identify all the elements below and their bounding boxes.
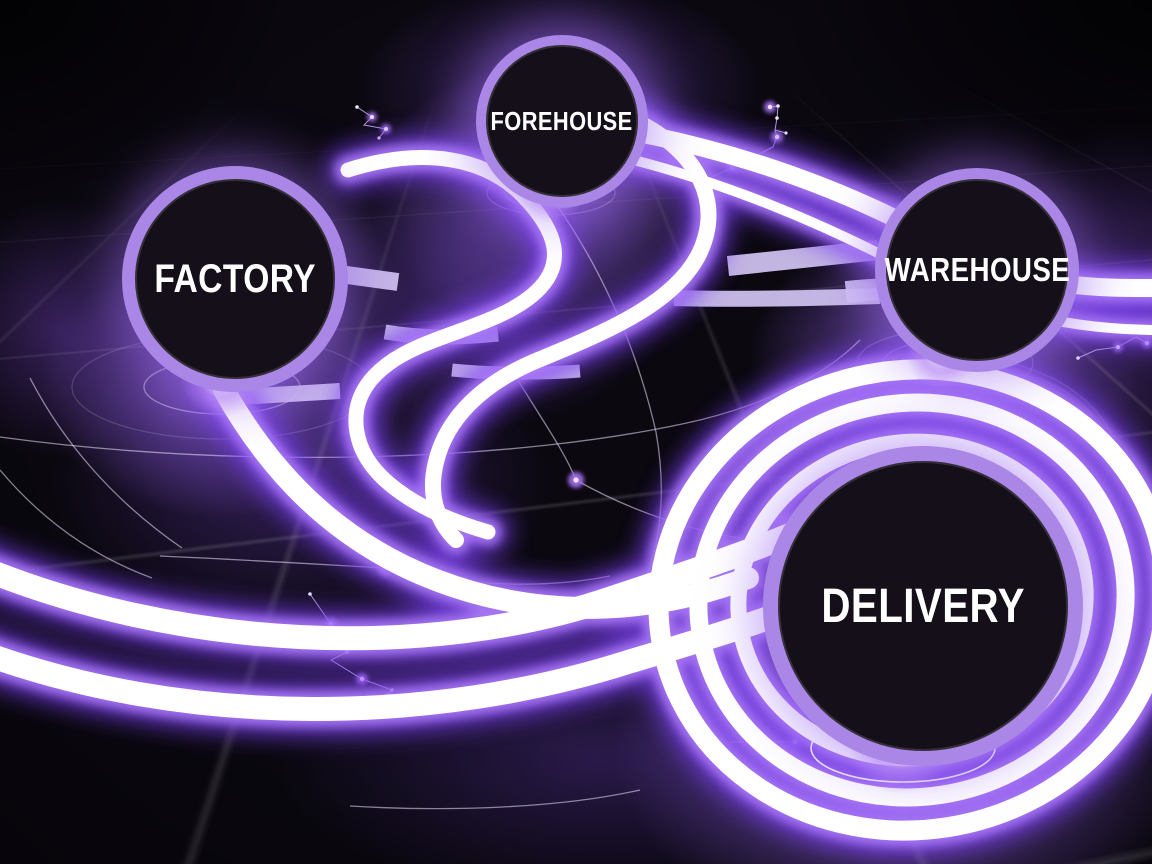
node-forehouse: FOREHOUSE xyxy=(476,35,648,207)
node-warehouse: WAREHOUSE xyxy=(875,168,1079,372)
node-delivery: DELIVERY xyxy=(763,446,1083,766)
node-factory: FACTORY xyxy=(122,166,348,392)
node-delivery-label: DELIVERY xyxy=(821,579,1025,633)
node-factory-label: FACTORY xyxy=(154,256,316,301)
node-forehouse-label: FOREHOUSE xyxy=(490,105,634,136)
node-warehouse-label: WAREHOUSE xyxy=(884,251,1070,288)
